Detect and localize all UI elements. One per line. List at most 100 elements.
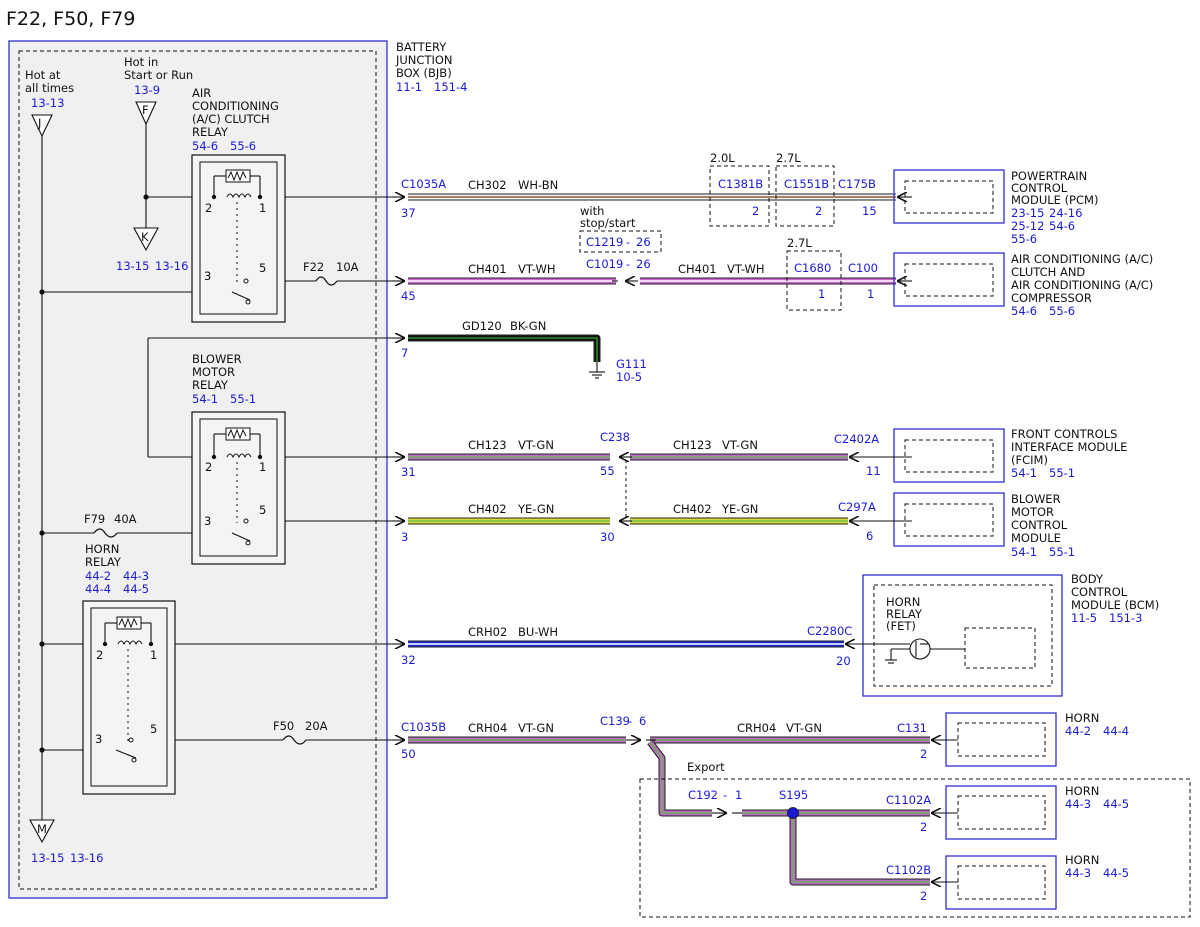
svg-text:55-6: 55-6 (230, 139, 256, 153)
svg-text:44-3: 44-3 (1065, 797, 1091, 811)
svg-text:MODULE: MODULE (1011, 531, 1061, 545)
svg-text:30: 30 (600, 530, 615, 544)
svg-text:C1219: C1219 (586, 235, 623, 249)
svg-text:20: 20 (836, 654, 851, 668)
bjb-label: BATTERY JUNCTION BOX (BJB) 11-1 151-4 (395, 40, 467, 94)
svg-text:13-16: 13-16 (155, 259, 188, 273)
svg-text:2: 2 (920, 820, 927, 834)
svg-text:BOX (BJB): BOX (BJB) (396, 66, 452, 80)
ac-compressor-module: AIR CONDITIONING (A/C) CLUTCH AND AIR CO… (893, 252, 1153, 318)
svg-text:HORN: HORN (1065, 711, 1099, 725)
module-connector-arrows (846, 197, 958, 882)
svg-text:2: 2 (205, 460, 212, 474)
relay-coil-icon (211, 427, 263, 523)
svg-text:2: 2 (815, 204, 822, 218)
svg-text:C1680: C1680 (794, 261, 831, 275)
inline-connectors: C1381B 2 C1551B 2 C175B 15 with stop/sta… (579, 177, 931, 903)
svg-text:2.7L: 2.7L (787, 236, 812, 250)
ac-clutch-relay: 2 1 3 5 (191, 154, 286, 323)
bjb-inner-boundary (18, 50, 377, 890)
fuse-f50-label: F50 20A (273, 719, 328, 733)
svg-text:CH123: CH123 (673, 438, 712, 452)
svg-text:AIR: AIR (192, 86, 211, 100)
export-label: Export (687, 760, 725, 774)
feed-K-icon: K (133, 227, 159, 252)
svg-text:AIR CONDITIONING (A/C): AIR CONDITIONING (A/C) (1011, 252, 1153, 266)
svg-text:C1019: C1019 (586, 257, 623, 271)
svg-text:CONTROL: CONTROL (1011, 181, 1068, 195)
svg-text:2: 2 (96, 648, 103, 662)
svg-text:G111: G111 (616, 357, 647, 371)
svg-text:F50: F50 (273, 719, 294, 733)
feed-M-refs: 13-15 13-16 (31, 851, 103, 865)
svg-text:C131: C131 (897, 721, 927, 735)
horn-module-1: HORN 44-2 44-4 (945, 711, 1129, 767)
svg-text:11-5: 11-5 (1071, 611, 1097, 625)
svg-text:2: 2 (920, 747, 927, 761)
svg-text:7: 7 (401, 346, 408, 360)
feed-F-label: Hot in Start or Run 13-9 (124, 55, 193, 97)
svg-text:2.7L: 2.7L (776, 151, 801, 165)
fuse-f22-icon (315, 276, 338, 286)
svg-text:15: 15 (862, 204, 877, 218)
svg-text:13-16: 13-16 (70, 851, 103, 865)
svg-text:5: 5 (259, 503, 266, 517)
svg-text:BODY: BODY (1071, 572, 1104, 586)
svg-text:POWERTRAIN: POWERTRAIN (1011, 169, 1087, 183)
svg-text:C100: C100 (848, 261, 878, 275)
relay-coil-icon (211, 169, 263, 282)
fuse-f79-icon (93, 528, 118, 538)
bjb-pin-numbers: 37 45 7 31 3 32 50 (401, 206, 416, 761)
svg-text:S195: S195 (779, 788, 808, 802)
ground-icon (589, 362, 605, 379)
horn-module-2: HORN 44-3 44-5 (945, 784, 1129, 840)
svg-text:2: 2 (752, 204, 759, 218)
svg-text:11: 11 (866, 464, 881, 478)
svg-text:Hot at: Hot at (25, 68, 61, 82)
svg-text:F: F (142, 103, 149, 117)
svg-text:VT-GN: VT-GN (786, 721, 822, 735)
svg-text:54-1: 54-1 (192, 392, 218, 406)
svg-text:54-6: 54-6 (1049, 219, 1075, 233)
svg-text:44-5: 44-5 (123, 582, 149, 596)
svg-text:CONDITIONING: CONDITIONING (192, 99, 279, 113)
svg-text:6: 6 (639, 714, 646, 728)
bjb-connector-arrows (392, 197, 404, 740)
svg-text:CH402: CH402 (673, 502, 712, 516)
svg-text:stop/start: stop/start (580, 216, 636, 230)
svg-text:54-6: 54-6 (1011, 304, 1037, 318)
connector-c1035a: C1035A (401, 177, 446, 191)
fuse-f22-label: F22 10A (303, 260, 359, 274)
svg-text:31: 31 (401, 465, 416, 479)
svg-text:3: 3 (95, 732, 102, 746)
svg-text:24-16: 24-16 (1049, 206, 1082, 220)
svg-text:Start or Run: Start or Run (124, 68, 193, 82)
horn-relay: 2 1 3 5 (82, 600, 176, 795)
svg-text:CRH02: CRH02 (468, 625, 507, 639)
fuse-f50-icon (282, 735, 307, 745)
svg-text:YE-GN: YE-GN (721, 502, 758, 516)
feed-M-icon: M (29, 819, 55, 844)
svg-text:JUNCTION: JUNCTION (395, 53, 453, 67)
engine-option-boxes: 2.0L 2.7L 2.7L (709, 151, 842, 311)
svg-text:44-4: 44-4 (1103, 724, 1129, 738)
wire-gd120 (408, 334, 601, 362)
svg-text:BU-WH: BU-WH (518, 625, 558, 639)
svg-text:MOTOR: MOTOR (192, 365, 235, 379)
svg-text:44-4: 44-4 (85, 582, 111, 596)
svg-text:1: 1 (735, 788, 742, 802)
wire-crh04-horn3 (789, 813, 930, 886)
svg-text:1: 1 (867, 287, 874, 301)
svg-text:44-3: 44-3 (123, 569, 149, 583)
svg-text:CH401: CH401 (468, 262, 507, 276)
svg-text:HORN: HORN (1065, 853, 1099, 867)
svg-text:GD120: GD120 (462, 319, 502, 333)
svg-text:54-6: 54-6 (192, 139, 218, 153)
svg-text:MOTOR: MOTOR (1011, 505, 1054, 519)
relay-switch-icon (231, 518, 251, 546)
svg-text:HORN: HORN (85, 542, 119, 556)
svg-text:RELAY: RELAY (192, 125, 229, 139)
svg-text:26: 26 (636, 257, 651, 271)
svg-text:54-1: 54-1 (1011, 466, 1037, 480)
feed-J-label: Hot at all times 13-13 (25, 68, 74, 110)
